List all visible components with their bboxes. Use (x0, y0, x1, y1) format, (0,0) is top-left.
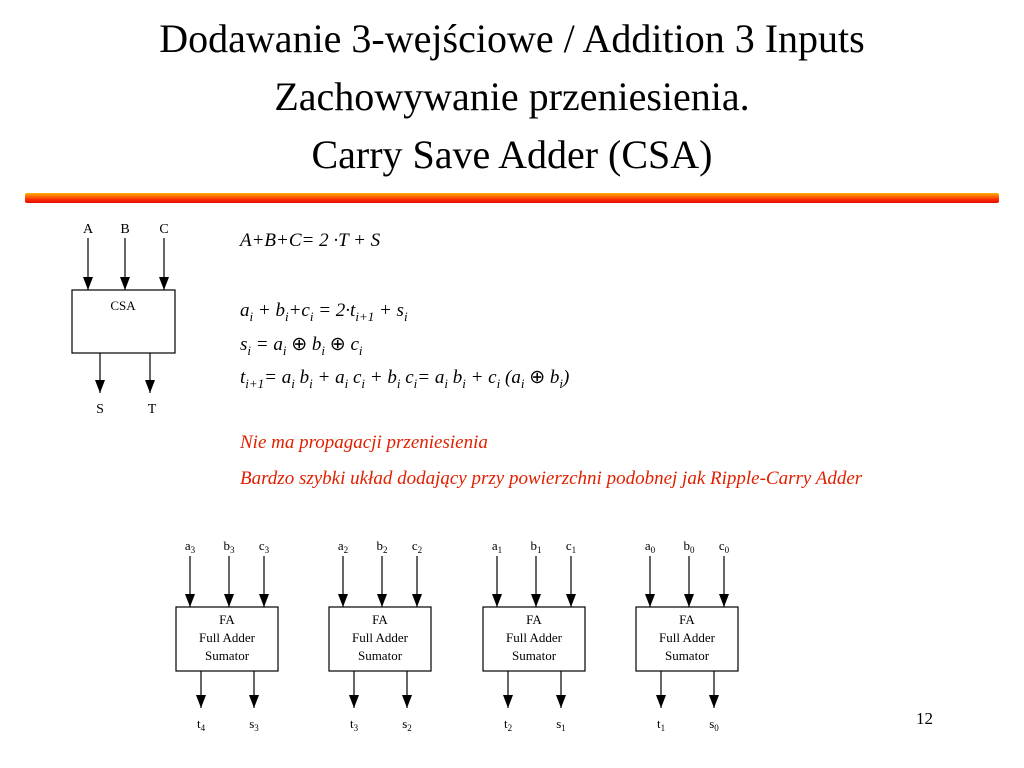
fa2-input-a-label: a1 (492, 538, 502, 555)
page-number: 12 (916, 709, 933, 728)
equation-bitwise-sum: ai + bi+ci = 2·ti+1 + si (240, 300, 408, 324)
fa3-input-c-label: c0 (719, 538, 730, 555)
fa1-output-t-arrow-head (349, 695, 359, 708)
title-divider (25, 193, 999, 203)
fa1-input-c-label: c2 (412, 538, 422, 555)
fa2-input-b-label: b1 (531, 538, 542, 555)
fa1-output-s-arrow-head (402, 695, 412, 708)
fa2-input-b-arrow-head (531, 594, 541, 607)
fa3-box (635, 606, 739, 672)
fa3-output-t-arrow-head (656, 695, 666, 708)
slide-title-line-2: Zachowywanie przeniesienia. (274, 74, 750, 119)
fa3-box-label-2: Full Adder (659, 630, 716, 645)
fa3-box-label-1: FA (679, 612, 695, 627)
fa0-output-t-label: t4 (197, 716, 206, 733)
fa1-output-t-label: t3 (350, 716, 359, 733)
fa0-box-label-1: FA (219, 612, 235, 627)
fa2-output-s-arrow-head (556, 695, 566, 708)
fa3-input-b-label: b0 (684, 538, 696, 555)
equation-csa-sum: A+B+C= 2 ·T + S (240, 230, 381, 251)
csa-input-a-label: A (83, 222, 94, 237)
fa1-input-b-arrow-head (377, 594, 387, 607)
fa2-box-label-3: Sumator (512, 648, 557, 663)
csa-box (71, 289, 176, 354)
csa-input-c-label: C (159, 222, 168, 237)
fa2-output-t-label: t2 (504, 716, 512, 733)
csa-output-s-label: S (96, 402, 104, 417)
slide-title-line-3: Carry Save Adder (CSA) (311, 132, 713, 177)
slide-title-line-1: Dodawanie 3-wejściowe / Addition 3 Input… (159, 16, 865, 61)
fa1-box-label-1: FA (372, 612, 388, 627)
csa-block-diagram: A B C CSA S T (71, 222, 176, 417)
fa1-output-s-label: s2 (402, 716, 412, 733)
equation-carry-bit: ti+1= ai bi + ai ci + bi ci= ai bi + ci … (240, 367, 570, 391)
fa2-output-t-arrow-head (503, 695, 513, 708)
fa0-input-b-label: b3 (224, 538, 236, 555)
fa2-output-s-label: s1 (556, 716, 566, 733)
fa0-input-b-arrow-head (224, 594, 234, 607)
fa3-output-t-label: t1 (657, 716, 665, 733)
fa0-box-label-3: Sumator (205, 648, 250, 663)
fa3-input-c-arrow-head (719, 594, 729, 607)
fa0-input-c-arrow-head (259, 594, 269, 607)
csa-output-t-label: T (148, 402, 157, 417)
fa2-box-label-1: FA (526, 612, 542, 627)
fa3-box-label-3: Sumator (665, 648, 710, 663)
csa-input-b-label: B (120, 222, 129, 237)
fa1-box (328, 606, 432, 672)
fa0-input-c-label: c3 (259, 538, 270, 555)
csa-box-label: CSA (110, 298, 136, 313)
fa3-input-b-arrow-head (684, 594, 694, 607)
fa2-box (482, 606, 586, 672)
fa2-input-c-arrow-head (566, 594, 576, 607)
fa1-input-c-arrow-head (412, 594, 422, 607)
fa3-input-a-label: a0 (645, 538, 656, 555)
fa2-input-a-arrow-head (492, 594, 502, 607)
note-no-propagation: Nie ma propagacji przeniesienia (240, 432, 488, 453)
fa0-box-label-2: Full Adder (199, 630, 256, 645)
equation-sum-bit: si = ai ⊕ bi ⊕ ci (240, 334, 363, 358)
fa1-input-a-arrow-head (338, 594, 348, 607)
fa3-output-s-arrow-head (709, 695, 719, 708)
fa1-input-b-label: b2 (377, 538, 388, 555)
note-fast-adder: Bardzo szybki układ dodający przy powier… (240, 468, 863, 489)
fa0-output-s-arrow-head (249, 695, 259, 708)
fa2-box-label-2: Full Adder (506, 630, 563, 645)
fa1-input-a-label: a2 (338, 538, 348, 555)
fa0-input-a-label: a3 (185, 538, 196, 555)
fa3-input-a-arrow-head (645, 594, 655, 607)
fa0-input-a-arrow-head (185, 594, 195, 607)
fa0-box (175, 606, 279, 672)
fa0-output-s-label: s3 (249, 716, 259, 733)
fa1-box-label-3: Sumator (358, 648, 403, 663)
fa1-box-label-2: Full Adder (352, 630, 409, 645)
fa2-input-c-label: c1 (566, 538, 576, 555)
fa3-output-s-label: s0 (709, 716, 719, 733)
fa0-output-t-arrow-head (196, 695, 206, 708)
